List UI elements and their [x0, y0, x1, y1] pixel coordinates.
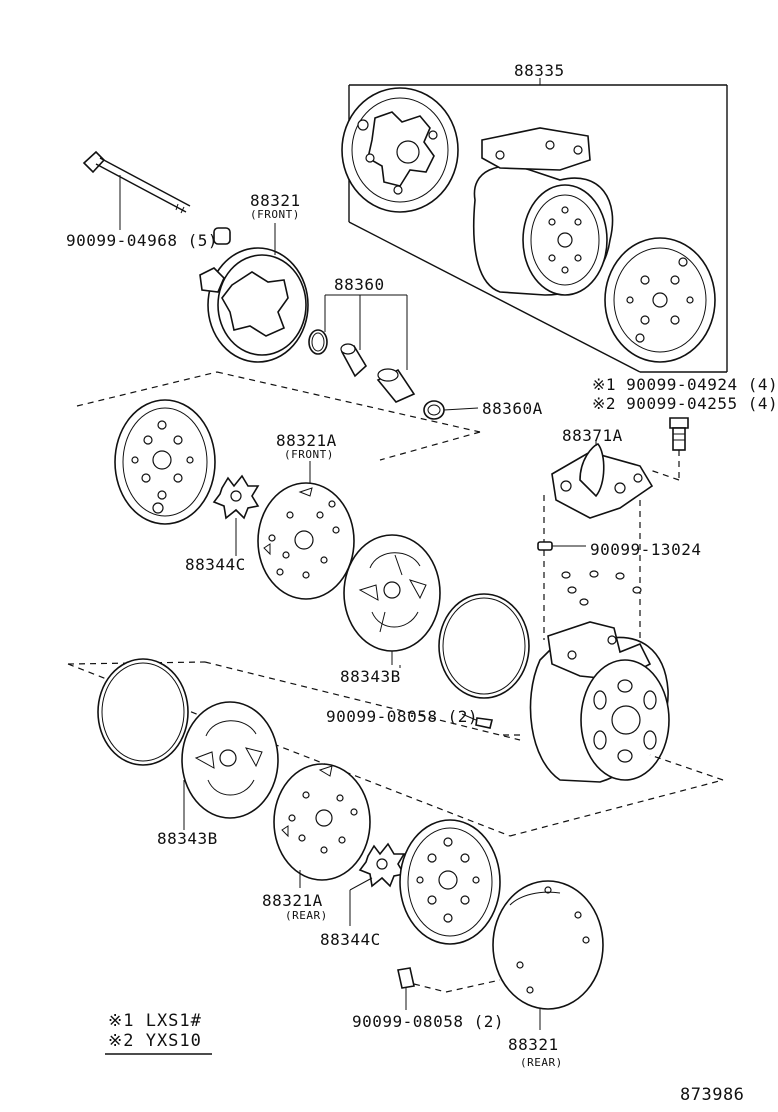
through-bolt [82, 150, 191, 230]
label-gasket-front: 88343B [340, 667, 401, 686]
rear-cover-plate [399, 819, 501, 945]
valve-plate-rear [273, 763, 371, 888]
label-note1: ※1 90099-04924 (4) [592, 375, 778, 394]
o-ring-front-inner [442, 597, 526, 695]
pin-front [461, 713, 493, 729]
front-cover-plate [114, 399, 216, 525]
key-and-o-rings [537, 541, 642, 606]
legend-line-2: ※2 YXS10 [108, 1031, 202, 1051]
valve-screw [649, 417, 689, 481]
diagram-drawing [67, 78, 728, 1055]
o-ring-rear [97, 658, 189, 766]
front-head [199, 223, 309, 363]
label-plate-rear: 88321A [262, 891, 323, 910]
o-ring-rear-inner [101, 662, 185, 762]
reed-valve-rear [349, 842, 406, 926]
pin-rear [397, 967, 501, 1010]
label-key: 90099-13024 [590, 540, 702, 559]
label-seal-a: 88360A [482, 399, 543, 418]
label-plate-rear-note: (REAR) [285, 909, 328, 922]
front-dashed-group [76, 371, 481, 461]
label-plate-front: 88321A [276, 431, 337, 450]
bush [213, 227, 231, 245]
reed-valve-front [212, 474, 260, 556]
gasket-front [343, 534, 441, 665]
compressor-body [529, 621, 670, 783]
assembly-front-head [341, 87, 459, 213]
label-bolt: 90099-04968 (5) [66, 231, 218, 250]
label-shaft-seal-kit: 88360 [334, 275, 385, 294]
o-ring-front [438, 593, 530, 699]
label-pulley-front-note: (FRONT) [250, 208, 300, 221]
label-pulley-rear-note: (REAR) [520, 1056, 563, 1069]
shaft-seal-kit [308, 294, 479, 420]
parts-diagram: 88335 88321 (FRONT) 90099-04968 (5) 8836… [66, 61, 778, 1105]
label-pulley-front: 88321 [250, 191, 301, 210]
rear-head [492, 880, 604, 1030]
label-plate-front-note: (FRONT) [284, 448, 334, 461]
label-pin-rear: 90099-08058 (2) [352, 1012, 504, 1031]
label-pulley-rear: 88321 [508, 1035, 559, 1054]
label-note2: ※2 90099-04255 (4) [592, 394, 778, 413]
label-gasket-rear: 88343B [157, 829, 218, 848]
label-assembly: 88335 [514, 61, 565, 80]
assembly-rear-head [604, 237, 716, 363]
valve-plate-front [257, 461, 355, 600]
assembly-outline [348, 78, 728, 373]
label-reed-front: 88344C [185, 555, 246, 574]
figure-number: 873986 [680, 1085, 745, 1105]
assembly-compressor-body [472, 127, 614, 296]
control-valve [543, 440, 654, 640]
label-valve: 88371A [562, 426, 623, 445]
gasket-rear [181, 701, 279, 830]
label-pin-front: 90099-08058 (2) [326, 707, 478, 726]
legend-line-1: ※1 LXS1# [108, 1011, 202, 1031]
label-reed-rear: 88344C [320, 930, 381, 949]
